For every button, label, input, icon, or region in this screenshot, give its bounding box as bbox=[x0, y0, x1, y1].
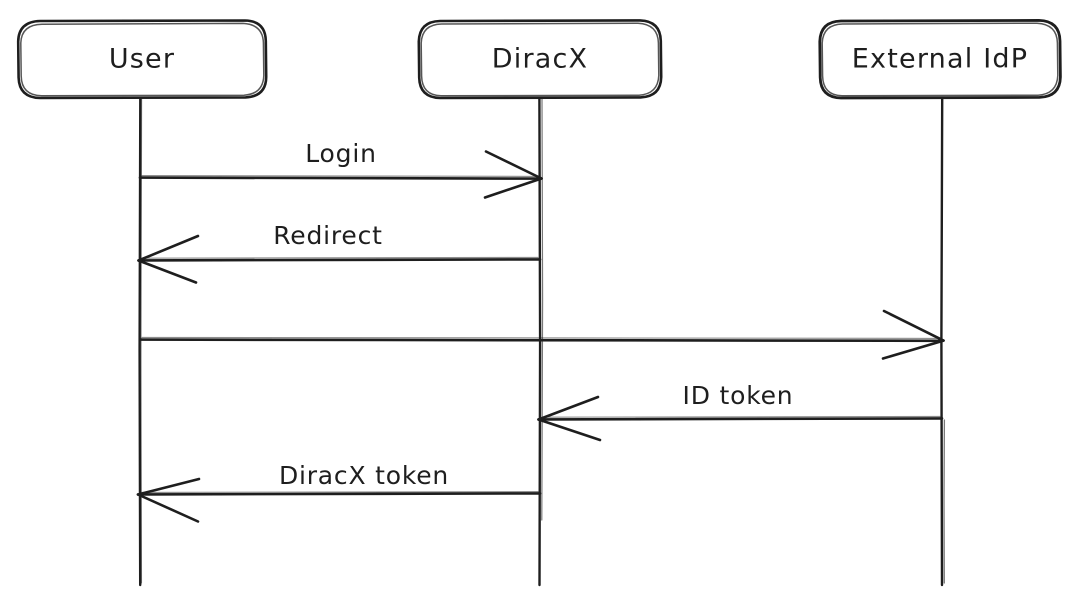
message-label-diracx-token: DiracX token bbox=[279, 461, 449, 490]
participant-box-diracx[interactable]: DiracX bbox=[417, 19, 663, 100]
message-label-login: Login bbox=[305, 139, 376, 168]
participant-box-external-idp[interactable]: External IdP bbox=[818, 19, 1062, 100]
message-label-redirect: Redirect bbox=[273, 221, 383, 250]
participant-box-user[interactable]: User bbox=[16, 19, 268, 100]
message-id-token[interactable]: ID token bbox=[537, 381, 944, 442]
participant-label-external-idp: External IdP bbox=[852, 44, 1028, 75]
message-redirect[interactable]: Redirect bbox=[137, 221, 542, 284]
message-diracx-token[interactable]: DiracX token bbox=[136, 461, 542, 523]
participant-label-user: User bbox=[109, 44, 175, 75]
participant-boxes-layer: User DiracX External IdP bbox=[16, 19, 1062, 100]
messages-layer: Login Redirect bbox=[136, 139, 945, 523]
message-user-to-external-idp[interactable] bbox=[138, 309, 945, 360]
message-label-id-token: ID token bbox=[683, 381, 794, 410]
participant-label-diracx: DiracX bbox=[492, 44, 588, 75]
lifeline-user bbox=[138, 96, 143, 587]
message-login[interactable]: Login bbox=[138, 139, 543, 199]
